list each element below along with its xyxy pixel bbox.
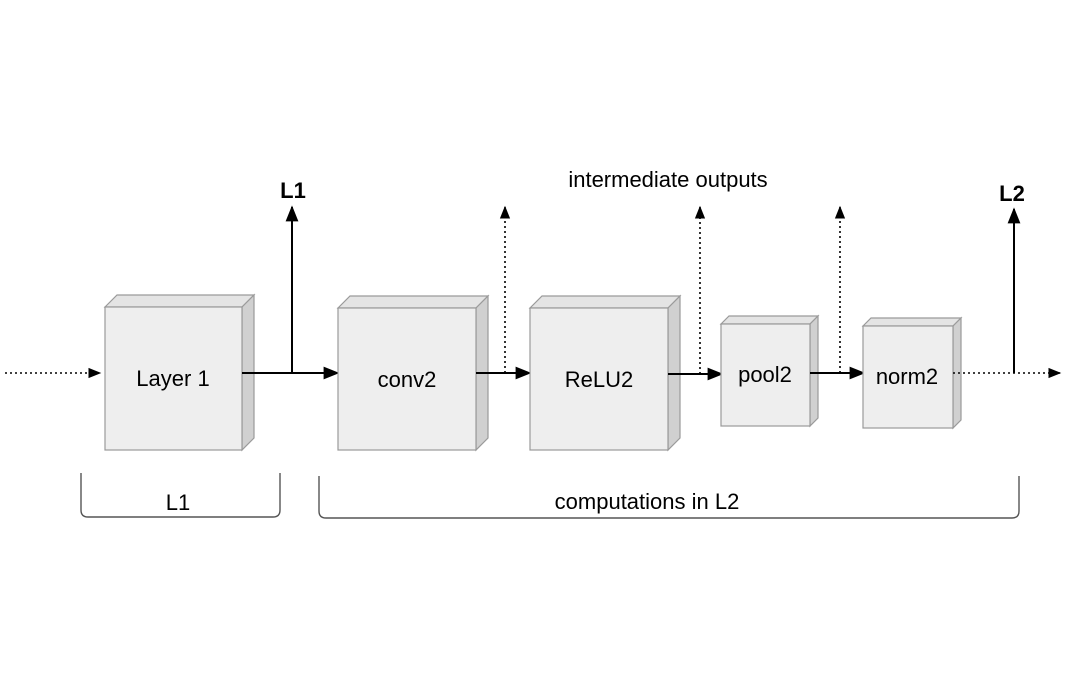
pool2-box: pool2: [719, 314, 820, 428]
conv2-box: conv2: [336, 294, 490, 452]
norm2-label: norm2: [876, 364, 938, 389]
pool2-label: pool2: [738, 362, 792, 387]
l2-brace-label: computations in L2: [555, 489, 740, 514]
intermediate-outputs-label: intermediate outputs: [568, 167, 767, 192]
l1-brace-label: L1: [166, 490, 190, 515]
l1-output-label: L1: [280, 178, 306, 203]
layer1-box: Layer 1: [103, 293, 256, 452]
relu2-label: ReLU2: [565, 367, 633, 392]
l2-brace: [318, 476, 1020, 519]
l2-output-label: L2: [999, 181, 1025, 206]
conv2-label: conv2: [378, 367, 437, 392]
relu2-box: ReLU2: [528, 294, 682, 452]
norm2-box: norm2: [861, 316, 963, 430]
layer1-label: Layer 1: [136, 366, 209, 391]
l1-brace: [80, 473, 281, 518]
